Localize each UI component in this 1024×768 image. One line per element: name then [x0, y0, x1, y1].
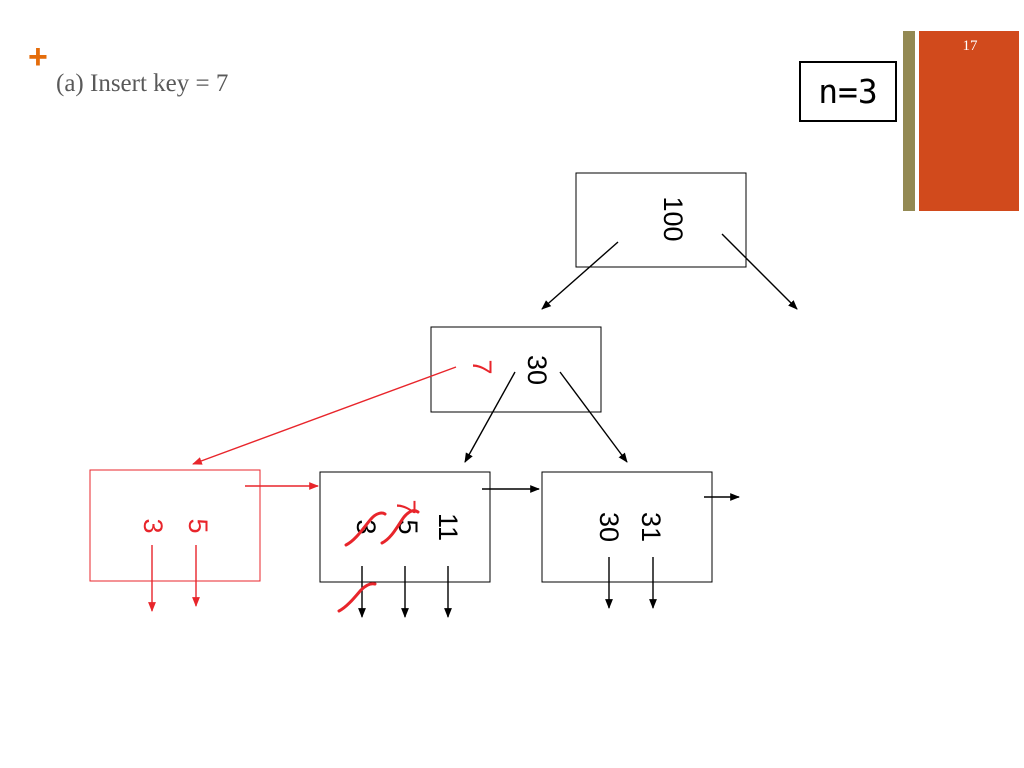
internal-red-pointer [192, 366, 457, 465]
slide-title: (a) Insert key = 7 [56, 70, 229, 97]
strike-mark [344, 511, 387, 547]
internal-key: 30 [522, 355, 552, 385]
leaf-node-right [541, 471, 713, 583]
accent-bar-olive [903, 31, 915, 211]
strike-mark [380, 509, 420, 545]
root-key: 100 [658, 196, 688, 241]
leaf-key: 31 [636, 512, 666, 542]
accent-bar-orange [919, 31, 1019, 211]
internal-right-pointer [559, 371, 628, 463]
internal-node [430, 326, 602, 413]
leaf-key: 11 [433, 513, 463, 541]
new-leaf-node [89, 469, 261, 582]
leaf-key: 30 [594, 512, 624, 542]
plus-icon: + [28, 38, 48, 76]
new-leaf-key: 5 [183, 518, 213, 533]
order-label: n=3 [799, 61, 897, 122]
new-leaf-key: 3 [138, 518, 168, 533]
leaf-node-middle [319, 471, 491, 583]
root-right-pointer [721, 233, 798, 310]
root-left-pointer [541, 241, 619, 310]
inserted-key: 7 [467, 359, 497, 374]
internal-middle-pointer [464, 371, 516, 463]
root-node [575, 172, 747, 268]
strike-mark [337, 582, 377, 613]
page-number: 17 [962, 38, 978, 54]
